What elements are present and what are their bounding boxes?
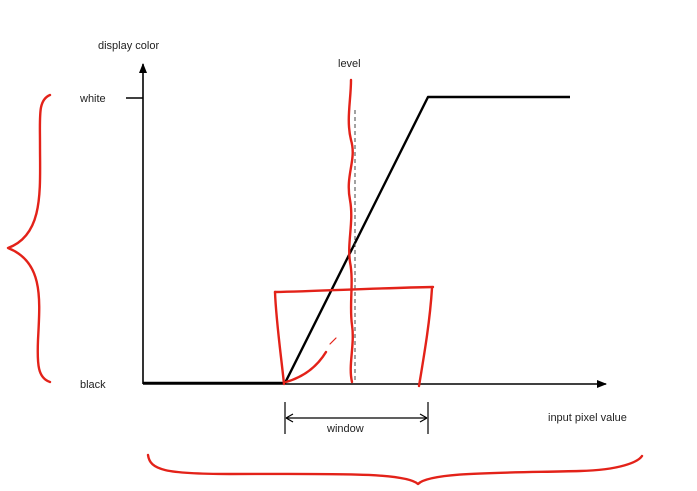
black-label: black xyxy=(80,379,106,391)
window-label: window xyxy=(326,423,364,435)
white-label: white xyxy=(79,93,106,105)
hook-mark xyxy=(284,350,328,384)
window-box-top xyxy=(273,285,435,294)
transfer-curve xyxy=(143,95,570,385)
window-box-left xyxy=(273,290,286,386)
red-annotations xyxy=(6,78,644,486)
level-label: level xyxy=(338,58,361,70)
window-box-right xyxy=(417,286,434,388)
left-curly-brace xyxy=(6,93,52,384)
x-axis-label: input pixel value xyxy=(548,412,627,424)
window-dimension xyxy=(284,402,429,434)
y-axis-label: display color xyxy=(98,40,159,52)
level-wavy-line xyxy=(347,78,354,384)
bottom-curly-brace xyxy=(146,453,644,486)
